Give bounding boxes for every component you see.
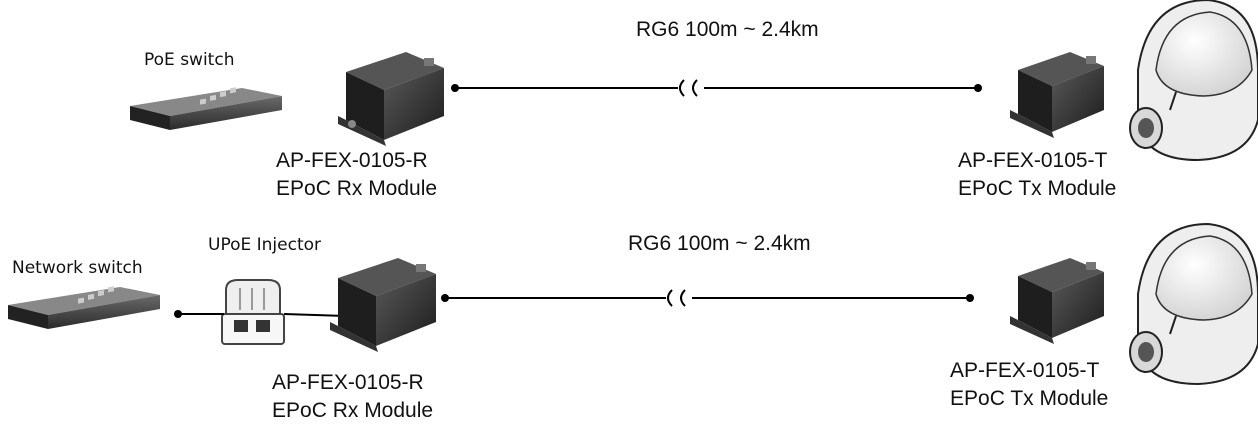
rx-model-label: AP-FEX-0105-R [272,371,424,394]
dome-camera-icon [1129,0,1258,162]
cable-length-label: RG6 100m ~ 2.4km [636,18,819,41]
epoc-module-icon [1010,52,1104,138]
rx-desc-label: EPoC Rx Module [272,399,434,422]
epoc-module-icon [338,52,444,146]
epoc-module-icon [1010,258,1104,344]
tx-model-label: AP-FEX-0105-T [950,359,1100,382]
rx-desc-label: EPoC Rx Module [276,177,438,200]
rx-model-label: AP-FEX-0105-R [276,149,428,172]
upoe-injector-label: UPoE Injector [208,235,322,255]
tx-desc-label: EPoC Tx Module [958,177,1117,200]
poe-switch-label: PoE switch [144,50,235,70]
dome-camera-icon [1129,222,1258,386]
switch-icon [130,87,282,130]
network-switch-label: Network switch [12,258,143,278]
poe-injector-icon [221,279,285,345]
epoc-module-icon [330,258,436,352]
tx-model-label: AP-FEX-0105-T [958,149,1108,172]
tx-desc-label: EPoC Tx Module [950,387,1109,410]
cable-break-icon [667,289,686,307]
switch-icon [8,286,160,329]
cable-break-icon [679,79,698,97]
coax-cable-line [441,289,974,307]
coax-cable-line [451,79,982,97]
cable-length-label: RG6 100m ~ 2.4km [628,232,811,255]
